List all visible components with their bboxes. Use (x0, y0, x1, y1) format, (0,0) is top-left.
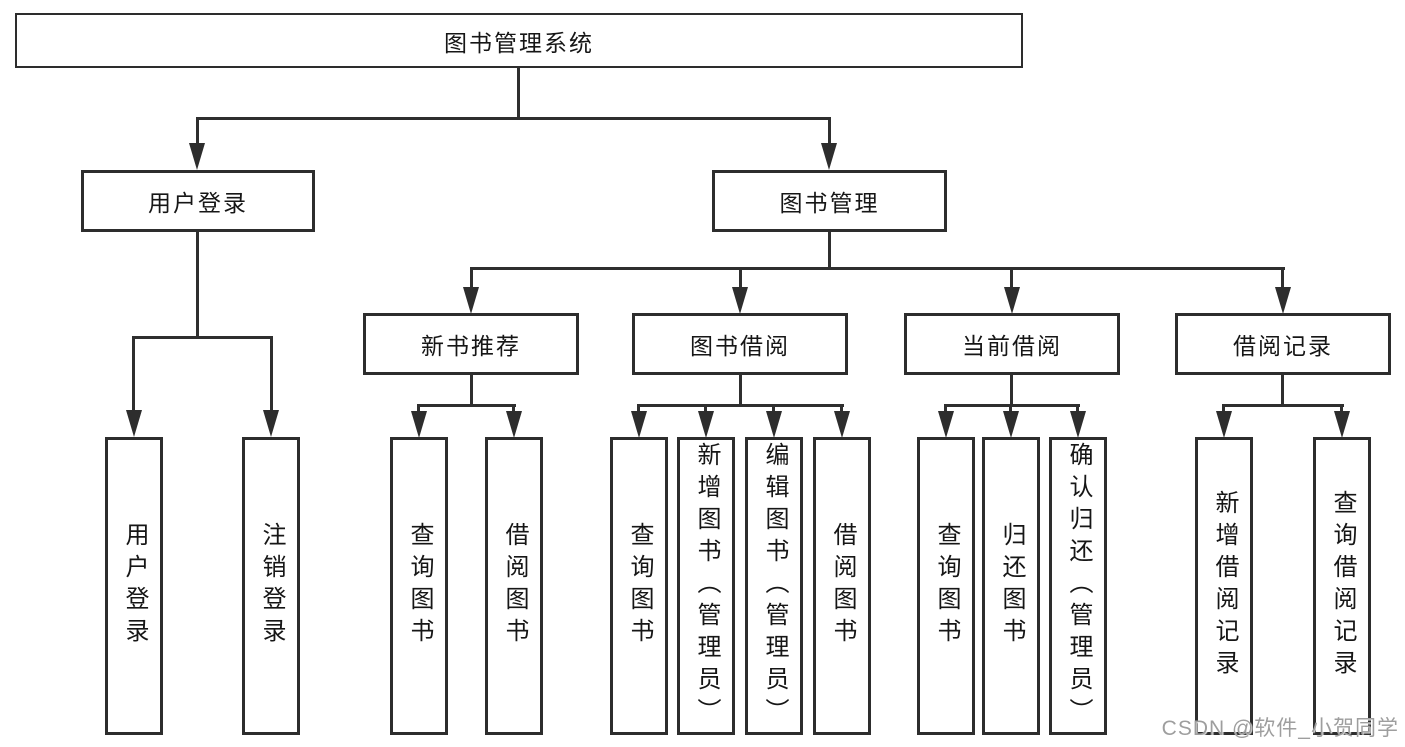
arrow-down-icon (1070, 411, 1086, 438)
node-library-management-system: 图书管理系统 (15, 13, 1023, 68)
connector-line (1009, 405, 1012, 412)
arrow-down-icon (263, 410, 279, 437)
leaf-label: 借阅图书 (501, 522, 528, 650)
connector-line (417, 404, 516, 407)
arrow-down-icon (732, 287, 748, 314)
leaf-query-books-borrow: 查询图书 (610, 437, 668, 735)
leaf-borrow-books-recommend: 借阅图书 (485, 437, 543, 735)
arrow-down-icon (463, 287, 479, 314)
csdn-watermark: CSDN @软件_小贺同学 (1161, 717, 1399, 740)
arrow-down-icon (1334, 411, 1350, 438)
arrow-down-icon (1275, 287, 1291, 314)
connector-line (1340, 405, 1343, 412)
arrow-down-icon (189, 143, 205, 170)
leaf-user-login: 用户登录 (105, 437, 163, 735)
node-book-borrowing: 图书借阅 (632, 313, 848, 375)
arrow-down-icon (766, 411, 782, 438)
leaf-query-borrow-record: 查询借阅记录 (1313, 437, 1371, 735)
connector-line (196, 118, 199, 144)
connector-line (196, 232, 199, 337)
leaf-query-books-recommend: 查询图书 (390, 437, 448, 735)
connector-line (828, 118, 831, 144)
leaf-label: 编辑图书（管理员） (761, 442, 788, 730)
connector-line (1222, 405, 1225, 412)
connector-line (840, 405, 843, 412)
connector-line (132, 337, 135, 411)
arrow-down-icon (1216, 411, 1232, 438)
leaf-add-books-admin: 新增图书（管理员） (677, 437, 735, 735)
leaf-label: 确认归还（管理员） (1065, 442, 1092, 730)
leaf-add-borrow-record: 新增借阅记录 (1195, 437, 1253, 735)
arrow-down-icon (126, 410, 142, 437)
connector-line (1010, 374, 1013, 407)
arrow-down-icon (938, 411, 954, 438)
arrow-down-icon (506, 411, 522, 438)
leaf-label: 新增借阅记录 (1211, 490, 1238, 682)
arrow-down-icon (698, 411, 714, 438)
connector-line (517, 68, 520, 118)
connector-line (637, 404, 844, 407)
arrow-down-icon (821, 143, 837, 170)
node-user-login: 用户登录 (81, 170, 315, 232)
connector-line (1222, 404, 1344, 407)
leaf-label: 查询图书 (406, 522, 433, 650)
leaf-label: 借阅图书 (829, 522, 856, 650)
connector-line (512, 405, 515, 412)
connector-line (417, 405, 420, 412)
connector-line (772, 405, 775, 412)
connector-line (1281, 268, 1284, 288)
connector-line (739, 268, 742, 288)
node-current-borrowing: 当前借阅 (904, 313, 1120, 375)
leaf-label: 查询图书 (626, 522, 653, 650)
connector-line (470, 267, 1285, 270)
arrow-down-icon (631, 411, 647, 438)
leaf-logout: 注销登录 (242, 437, 300, 735)
connector-line (470, 268, 473, 288)
connector-line (828, 232, 831, 268)
node-new-book-recommendation: 新书推荐 (363, 313, 579, 375)
connector-line (270, 337, 273, 411)
connector-line (196, 117, 831, 120)
connector-line (944, 404, 1080, 407)
arrow-down-icon (1003, 411, 1019, 438)
leaf-borrow-books: 借阅图书 (813, 437, 871, 735)
leaf-query-books-current: 查询图书 (917, 437, 975, 735)
leaf-label: 查询借阅记录 (1329, 490, 1356, 682)
connector-line (1281, 374, 1284, 407)
connector-line (1076, 405, 1079, 412)
node-book-management: 图书管理 (712, 170, 947, 232)
leaf-label: 注销登录 (258, 522, 285, 650)
leaf-label: 查询图书 (933, 522, 960, 650)
connector-line (637, 405, 640, 412)
leaf-confirm-return-admin: 确认归还（管理员） (1049, 437, 1107, 735)
leaf-label: 归还图书 (998, 522, 1025, 650)
leaf-label: 新增图书（管理员） (693, 442, 720, 730)
connector-line (704, 405, 707, 412)
arrow-down-icon (411, 411, 427, 438)
node-borrowing-records: 借阅记录 (1175, 313, 1391, 375)
leaf-return-books: 归还图书 (982, 437, 1040, 735)
connector-line (1010, 268, 1013, 288)
connector-line (739, 374, 742, 407)
connector-line (132, 336, 273, 339)
arrow-down-icon (1004, 287, 1020, 314)
leaf-label: 用户登录 (121, 522, 148, 650)
connector-line (944, 405, 947, 412)
leaf-edit-books-admin: 编辑图书（管理员） (745, 437, 803, 735)
connector-line (470, 374, 473, 407)
arrow-down-icon (834, 411, 850, 438)
